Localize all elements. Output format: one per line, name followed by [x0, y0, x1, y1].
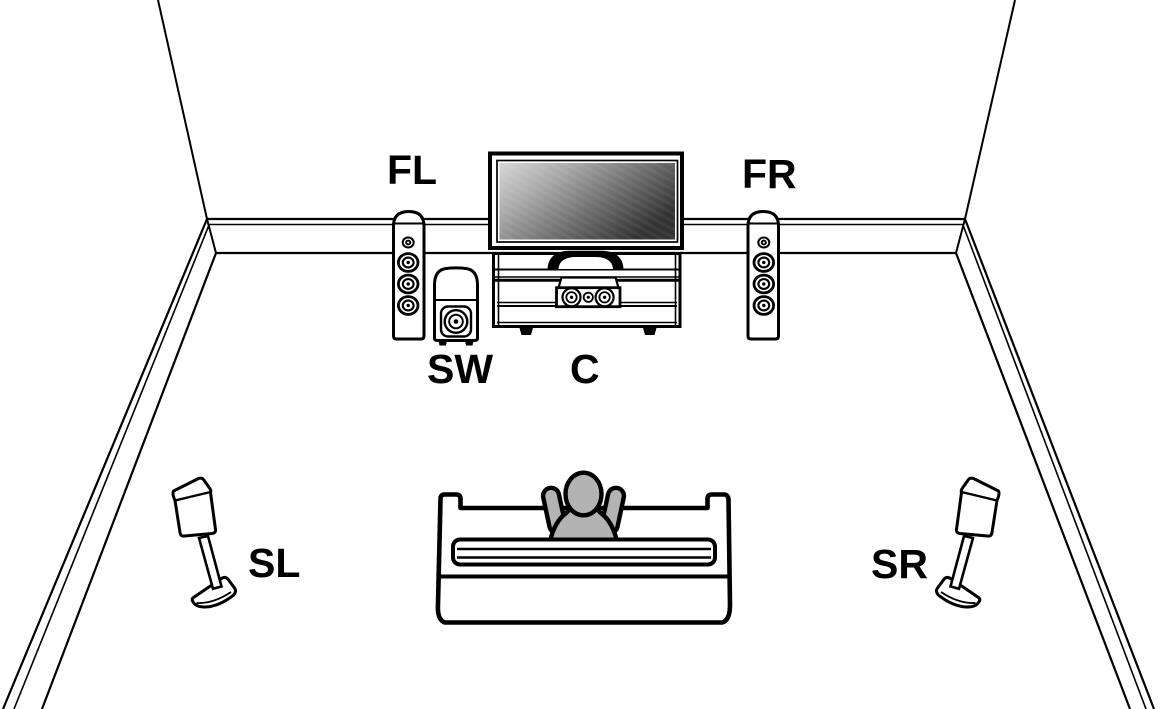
right-corner-edge — [955, 218, 966, 254]
surround-left-speaker — [171, 476, 238, 609]
left-wall-corner-line — [157, 0, 208, 220]
label-subwoofer: SW — [427, 346, 493, 392]
sofa-back-cushion — [451, 537, 717, 567]
label-front-left: FL — [387, 147, 437, 193]
label-center: C — [570, 346, 600, 392]
right-wall-corner-line — [964, 0, 1016, 220]
left-skirting-top-outer — [1, 218, 209, 709]
right-skirting-top-inner — [962, 224, 1147, 709]
surround-right-speaker — [934, 476, 1001, 609]
left-floor-edge — [40, 252, 218, 709]
right-floor-edge — [954, 252, 1132, 709]
person — [540, 470, 627, 544]
label-front-right: FR — [742, 151, 797, 197]
front-right-speaker — [746, 210, 780, 341]
labels: FL FR SW C SL SR — [248, 147, 928, 587]
front-left-speaker — [392, 210, 426, 341]
center-speaker-tweeter — [582, 291, 594, 303]
label-surround-right: SR — [871, 541, 928, 587]
center-speaker-flange — [557, 276, 620, 289]
tv-cabinet — [492, 252, 682, 335]
right-skirting-top-outer — [963, 218, 1156, 709]
tv — [488, 151, 684, 269]
label-surround-left: SL — [248, 540, 300, 586]
person-head — [563, 470, 604, 518]
left-corner-edge — [206, 218, 217, 254]
subwoofer — [433, 266, 479, 346]
center-speaker-driver-right — [594, 287, 615, 308]
center-speaker-driver-left — [561, 287, 582, 308]
left-skirting-top-inner — [13, 224, 210, 709]
